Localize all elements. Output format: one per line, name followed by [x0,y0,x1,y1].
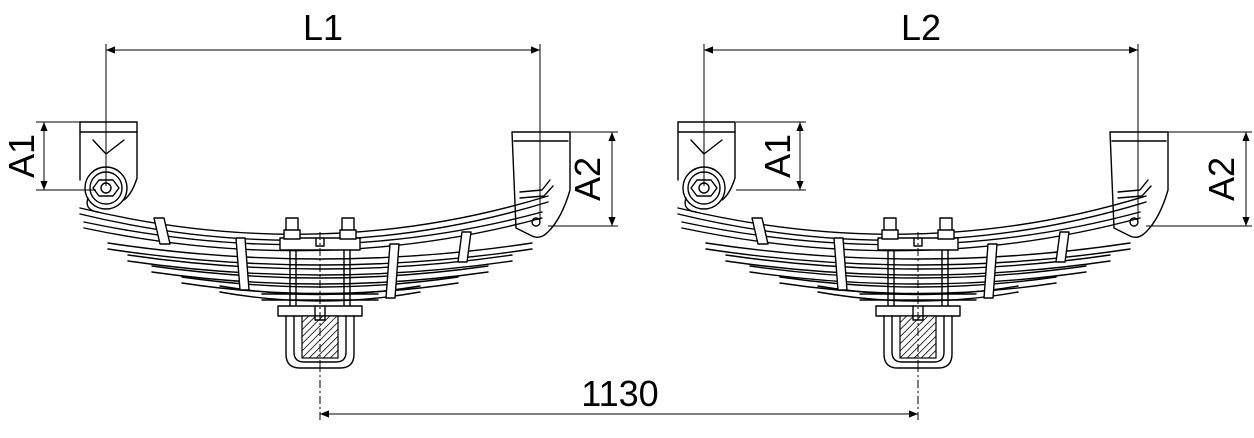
right-rear-height-label: A2 [1201,157,1242,201]
left-span-label: L1 [303,7,343,48]
right-spring-assembly [677,0,1252,369]
right-front-height-label: A1 [757,134,798,178]
left-rear-height-label: A2 [567,157,608,201]
axle-spacing-label: 1130 [581,373,658,414]
right-span-label: L2 [901,7,941,48]
left-spring-assembly [36,0,618,369]
left-front-height-label: A1 [1,134,42,178]
